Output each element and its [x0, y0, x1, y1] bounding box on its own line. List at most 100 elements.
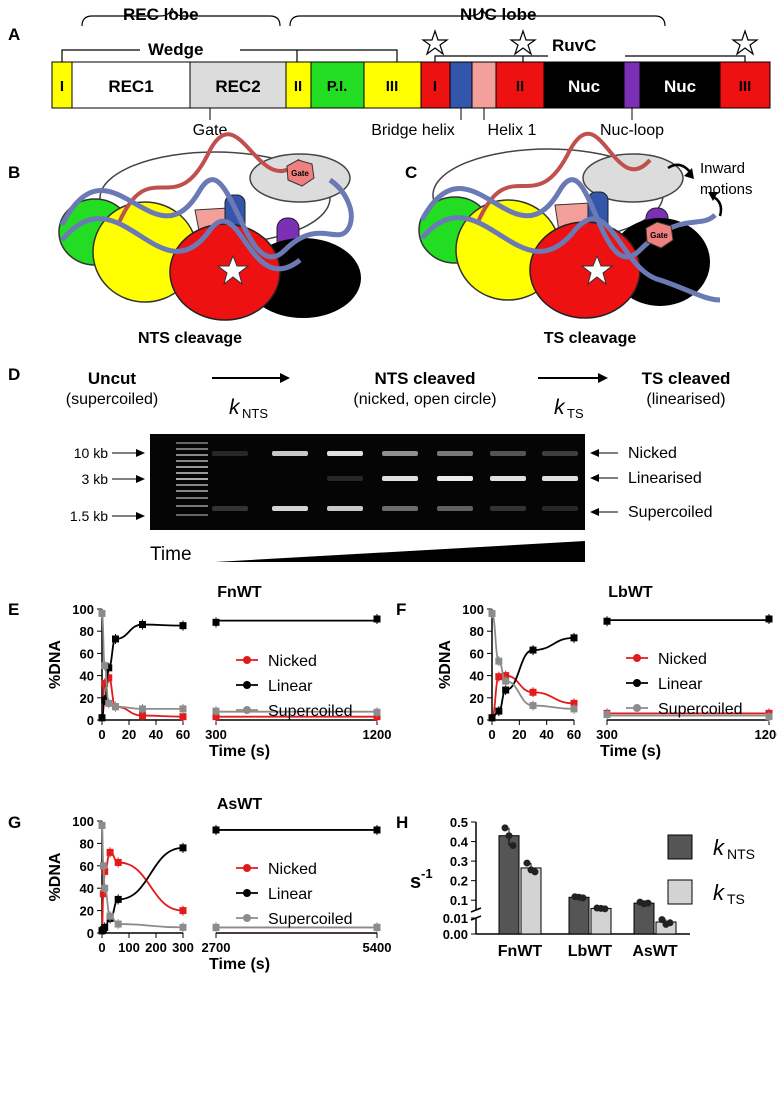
wedge-line — [61, 49, 398, 62]
gel-band-linearised — [542, 476, 578, 481]
y-tick-label: 80 — [470, 624, 484, 639]
y-axis-label-superscript: -1 — [421, 866, 433, 881]
y-axis-label: %DNA — [437, 640, 454, 689]
domain-nuc-loop — [623, 61, 641, 109]
data-point — [105, 674, 113, 682]
segment-label: III — [386, 78, 399, 95]
data-point — [179, 705, 187, 713]
data-point — [765, 615, 773, 623]
k-nts-subscript: NTS — [242, 406, 268, 421]
helix1-label: Helix 1 — [488, 122, 537, 139]
panel-b: B Gate NTS cleavage — [8, 132, 361, 347]
data-point — [99, 890, 107, 898]
x-tick-label: 0 — [98, 940, 105, 955]
star-icon — [216, 254, 250, 286]
arrowhead-icon — [684, 168, 694, 179]
data-point — [529, 702, 537, 710]
x-tick-label: 20 — [122, 727, 136, 742]
data-point — [112, 635, 119, 643]
panel-c: C Gate Inward motions TS cleavage — [405, 131, 753, 347]
y-tick-label: 0 — [477, 713, 484, 728]
segment-label: P.I. — [327, 78, 348, 95]
ts-cleaved-label: TS cleaved — [642, 369, 731, 388]
x-axis-label: Time (s) — [600, 743, 661, 760]
nts-cleaved-label: NTS cleaved — [374, 369, 475, 388]
x-tick-label: 0 — [98, 727, 105, 742]
data-point — [114, 920, 122, 928]
y-tick-label: 40 — [80, 881, 94, 896]
y-tick-label: 0 — [87, 713, 94, 728]
data-point — [101, 923, 109, 931]
data-point — [212, 618, 220, 626]
legend-label: Supercoiled — [658, 701, 743, 718]
ladder-10kb: 10 kb — [74, 445, 108, 461]
data-point — [114, 895, 122, 903]
data-point — [101, 679, 109, 687]
star-icon — [580, 254, 614, 286]
data-point — [644, 899, 652, 907]
domain-bridge-helix — [449, 61, 473, 109]
axis-break-icon — [470, 907, 482, 913]
data-point — [112, 703, 119, 711]
data-point — [523, 859, 531, 867]
gel-band-nicked — [542, 451, 578, 456]
gel-band-nicked — [490, 451, 526, 456]
data-point — [106, 848, 114, 856]
x-category-label: AsWT — [632, 943, 678, 960]
x-tick-label: 1200 — [755, 727, 777, 742]
rna-strand — [116, 132, 302, 226]
inward-label: Inward — [700, 160, 745, 177]
data-point — [99, 862, 107, 870]
y-tick-label: 60 — [80, 646, 94, 661]
domain-helix1 — [471, 61, 497, 109]
data-point — [106, 912, 114, 920]
data-point — [101, 867, 109, 875]
segment-label: REC1 — [108, 77, 153, 96]
data-point — [666, 919, 674, 927]
gel-band-supercoiled — [212, 506, 248, 511]
y-tick-label: 80 — [80, 836, 94, 851]
data-point — [570, 699, 578, 707]
band-nicked-label: Nicked — [628, 445, 677, 462]
chart-title: LbWT — [608, 584, 653, 601]
gel-bands — [212, 451, 578, 511]
star-icon — [731, 29, 759, 56]
data-point — [179, 622, 187, 630]
data-point — [495, 657, 503, 665]
uncut-label: Uncut — [88, 369, 137, 388]
panel-label-g: G — [8, 813, 21, 832]
gate-label: Gate — [193, 122, 228, 139]
rec2-shape — [582, 153, 684, 203]
legend-marker — [243, 914, 251, 922]
gel-band-supercoiled — [382, 506, 418, 511]
x-tick-label: 2700 — [202, 940, 231, 955]
panel-label-d: D — [8, 365, 20, 384]
linearised-paren: (linearised) — [646, 391, 725, 408]
y-tick-label: 100 — [72, 602, 94, 617]
legend-label: Linear — [658, 676, 703, 693]
x-tick-label: 1200 — [363, 727, 392, 742]
panel-label-e: E — [8, 600, 19, 619]
data-point — [212, 923, 220, 931]
x-tick-label: 60 — [567, 727, 581, 742]
panel-b-caption: NTS cleavage — [138, 330, 242, 347]
star-icon — [509, 29, 537, 56]
dna-strand — [420, 215, 721, 303]
legend-subscript: TS — [727, 891, 745, 907]
x-tick-label: 300 — [172, 940, 194, 955]
ruvc-line — [434, 55, 746, 62]
bar — [633, 902, 655, 935]
y-tick-label: 40 — [80, 669, 94, 684]
wedge-label: Wedge — [148, 40, 203, 59]
data-point — [373, 615, 381, 623]
time-label: Time — [150, 544, 192, 565]
data-point — [105, 699, 113, 707]
gate-hexagon-icon — [645, 221, 674, 249]
y-axis-label: %DNA — [47, 852, 64, 901]
y-tick-label: 20 — [80, 904, 94, 919]
rna-strand — [476, 131, 652, 223]
data-point — [502, 686, 510, 694]
